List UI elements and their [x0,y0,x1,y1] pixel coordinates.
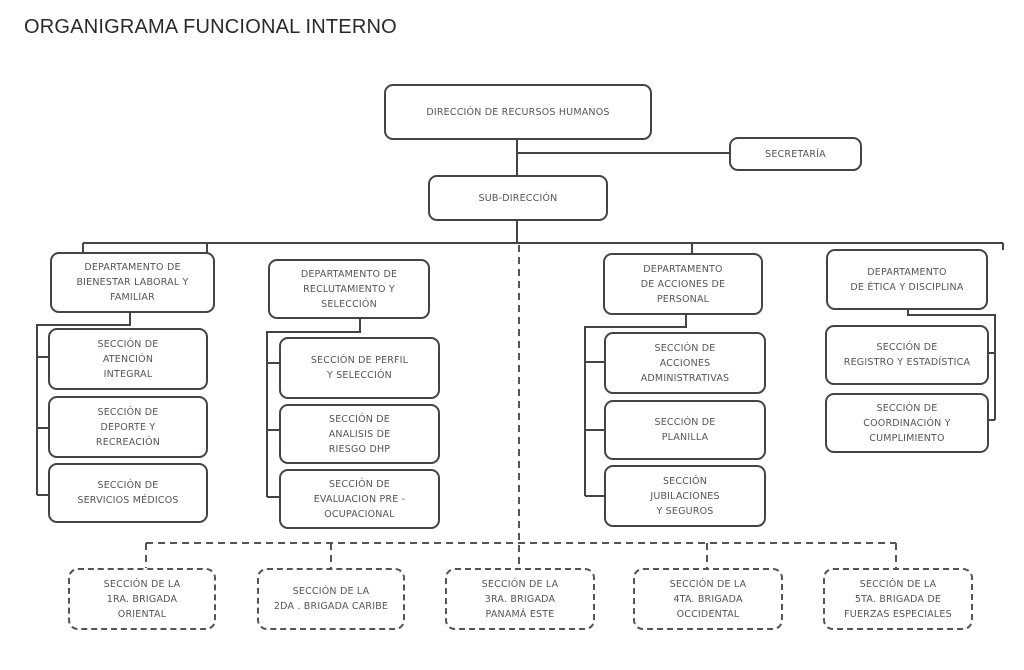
node-dept-acciones[interactable]: DEPARTAMENTO DE ACCIONES DE PERSONAL [603,253,763,315]
node-sec-registro-estadistica[interactable]: SECCIÓN DE REGISTRO Y ESTADÍSTICA [825,325,989,385]
node-brigada-2-caribe[interactable]: SECCIÓN DE LA 2DA . BRIGADA CARIBE [257,568,405,630]
page-title: ORGANIGRAMA FUNCIONAL INTERNO [24,16,397,38]
node-sec-jubilaciones-seguros[interactable]: SECCIÓN JUBILACIONES Y SEGUROS [604,465,766,527]
connector-dept4-sections [907,309,996,420]
node-sec-analisis-riesgo[interactable]: SECCIÓN DE ANALISIS DE RIESGO DHP [279,404,440,464]
node-sec-servicios-medicos[interactable]: SECCIÓN DE SERVICIOS MÉDICOS [48,463,208,523]
node-sec-deporte-recreacion[interactable]: SECCIÓN DE DEPORTE Y RECREACIÓN [48,396,208,458]
node-subdireccion[interactable]: SUB-DIRECCIÓN [428,175,608,221]
connector-dept3-sections [584,314,687,496]
node-brigada-3-panama-este[interactable]: SECCIÓN DE LA 3RA. BRIGADA PANAMÁ ESTE [445,568,595,630]
node-sec-acciones-administrativas[interactable]: SECCIÓN DE ACCIONES ADMINISTRATIVAS [604,332,766,394]
node-brigada-5-fuerzas-especiales[interactable]: SECCIÓN DE LA 5TA. BRIGADA DE FUERZAS ES… [823,568,973,630]
connector-dept1-sections [36,312,131,495]
node-brigada-1-oriental[interactable]: SECCIÓN DE LA 1RA. BRIGADA ORIENTAL [68,568,216,630]
node-sec-evaluacion-preocupacional[interactable]: SECCIÓN DE EVALUACION PRE - OCUPACIONAL [279,469,440,529]
connector-dept2-sections [266,318,361,497]
node-dept-bienestar[interactable]: DEPARTAMENTO DE BIENESTAR LABORAL Y FAMI… [50,252,215,313]
node-direccion-rrhh[interactable]: DIRECCIÓN DE RECURSOS HUMANOS [384,84,652,140]
node-brigada-4-occidental[interactable]: SECCIÓN DE LA 4TA. BRIGADA OCCIDENTAL [633,568,783,630]
node-sec-planilla[interactable]: SECCIÓN DE PLANILLA [604,400,766,460]
node-sec-perfil-seleccion[interactable]: SECCIÓN DE PERFIL Y SELECCIÓN [279,337,440,399]
node-secretaria[interactable]: SECRETARÍA [729,137,862,171]
node-sec-atencion-integral[interactable]: SECCIÓN DE ATENCIÓN INTEGRAL [48,328,208,390]
node-dept-reclutamiento[interactable]: DEPARTAMENTO DE RECLUTAMIENTO Y SELECCIÓ… [268,259,430,319]
node-sec-coordinacion-cumplimiento[interactable]: SECCIÓN DE COORDINACIÓN Y CUMPLIMIENTO [825,393,989,453]
node-dept-etica[interactable]: DEPARTAMENTO DE ÉTICA Y DISCIPLINA [826,249,988,310]
